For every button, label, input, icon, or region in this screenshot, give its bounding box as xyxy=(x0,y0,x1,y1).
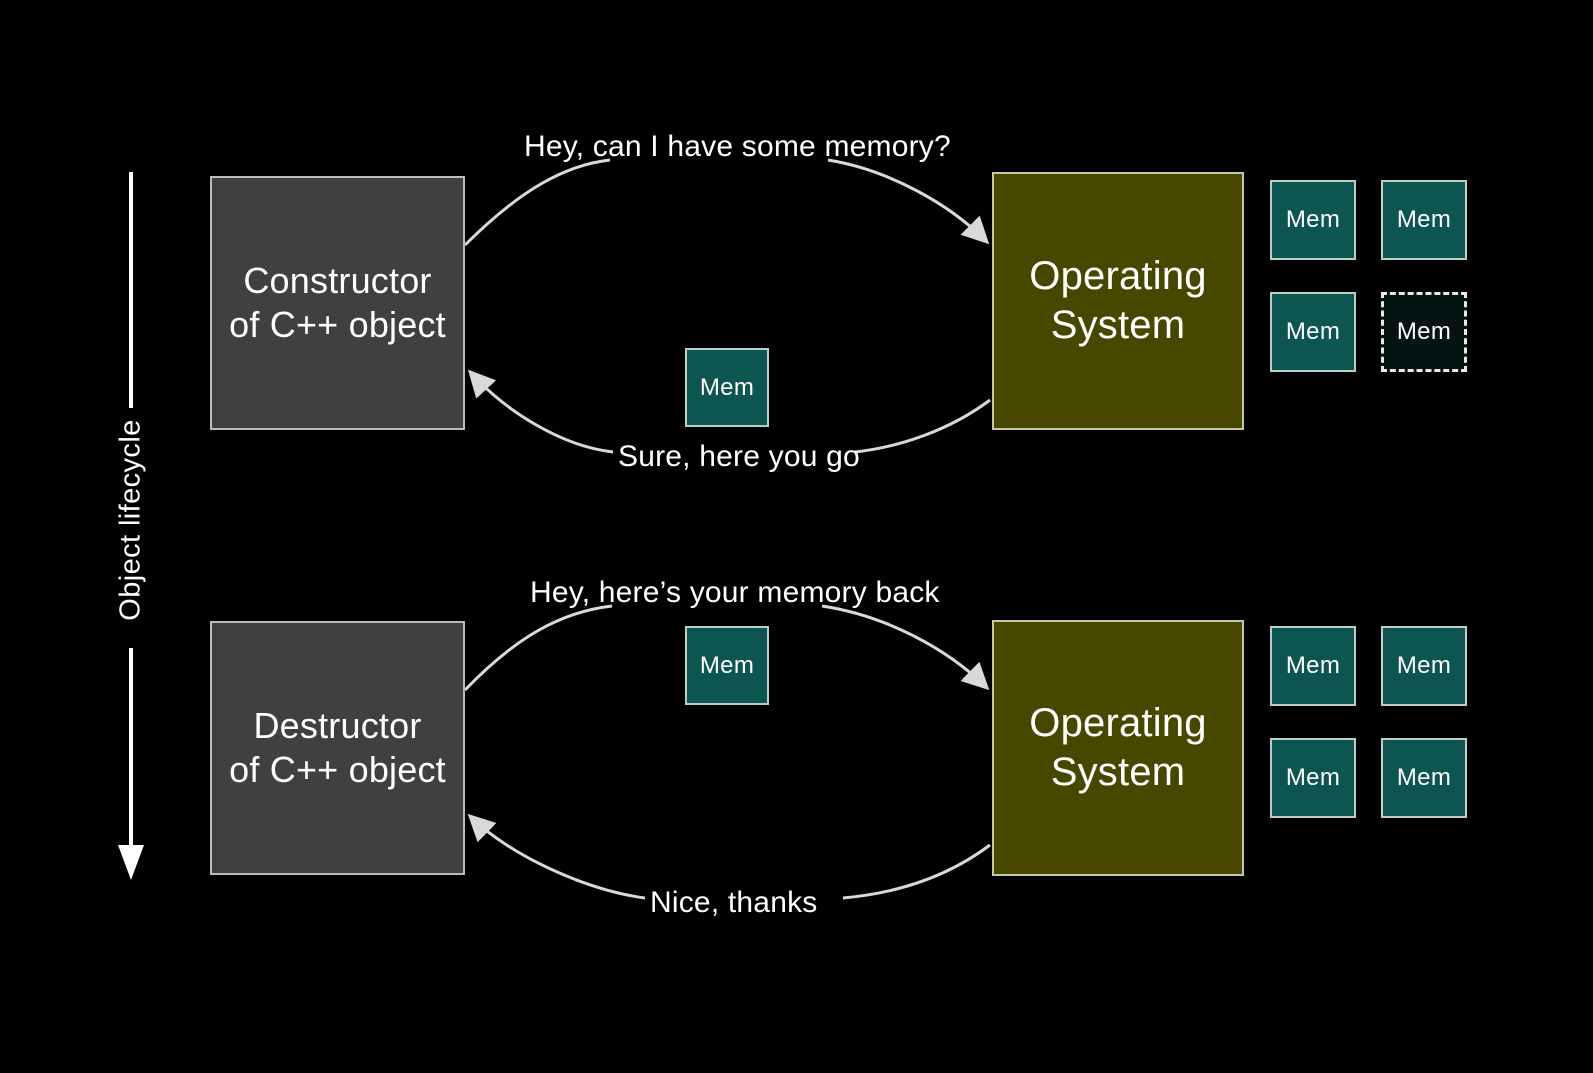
message-request-destruction: Hey, here’s your memory back xyxy=(530,576,940,609)
memory-block-in-transit-construction[interactable]: Mem xyxy=(685,348,769,427)
memory-block-label: Mem xyxy=(1285,764,1341,791)
memory-pool-block-2-destruction[interactable]: Mem xyxy=(1381,626,1467,706)
operating-system-box-destruction[interactable]: Operating System xyxy=(992,620,1244,876)
destructor-box-label: Destructor of C++ object xyxy=(229,705,446,790)
operating-system-box-label: Operating System xyxy=(1029,701,1207,794)
memory-block-label: Mem xyxy=(1396,318,1452,345)
lifecycle-axis: Object lifecycle xyxy=(96,160,166,880)
lifecycle-axis-label: Object lifecycle xyxy=(114,419,147,621)
memory-pool-block-2-construction[interactable]: Mem xyxy=(1381,180,1467,260)
destructor-box[interactable]: Destructor of C++ object xyxy=(210,621,465,875)
memory-block-label: Mem xyxy=(1285,206,1341,233)
memory-block-label: Mem xyxy=(1285,318,1341,345)
memory-block-label: Mem xyxy=(1396,206,1452,233)
memory-pool-block-1-construction[interactable]: Mem xyxy=(1270,180,1356,260)
memory-block-label: Mem xyxy=(1396,764,1452,791)
memory-block-label: Mem xyxy=(1285,652,1341,679)
memory-pool-block-4-free-construction[interactable]: Mem xyxy=(1381,292,1467,372)
operating-system-box-label: Operating System xyxy=(1029,254,1207,347)
memory-pool-block-3-construction[interactable]: Mem xyxy=(1270,292,1356,372)
operating-system-box-construction[interactable]: Operating System xyxy=(992,172,1244,430)
memory-pool-block-1-destruction[interactable]: Mem xyxy=(1270,626,1356,706)
memory-block-in-transit-destruction[interactable]: Mem xyxy=(685,626,769,705)
constructor-box-label: Constructor of C++ object xyxy=(229,260,446,345)
memory-block-label: Mem xyxy=(699,651,755,679)
memory-block-label: Mem xyxy=(1396,652,1452,679)
memory-block-label: Mem xyxy=(699,373,755,401)
message-request-construction: Hey, can I have some memory? xyxy=(524,130,951,163)
message-response-destruction: Nice, thanks xyxy=(650,886,818,919)
constructor-box[interactable]: Constructor of C++ object xyxy=(210,176,465,430)
message-response-construction: Sure, here you go xyxy=(618,440,860,473)
memory-pool-block-4-destruction[interactable]: Mem xyxy=(1381,738,1467,818)
memory-pool-block-3-destruction[interactable]: Mem xyxy=(1270,738,1356,818)
arrow-request-construction xyxy=(463,158,990,247)
